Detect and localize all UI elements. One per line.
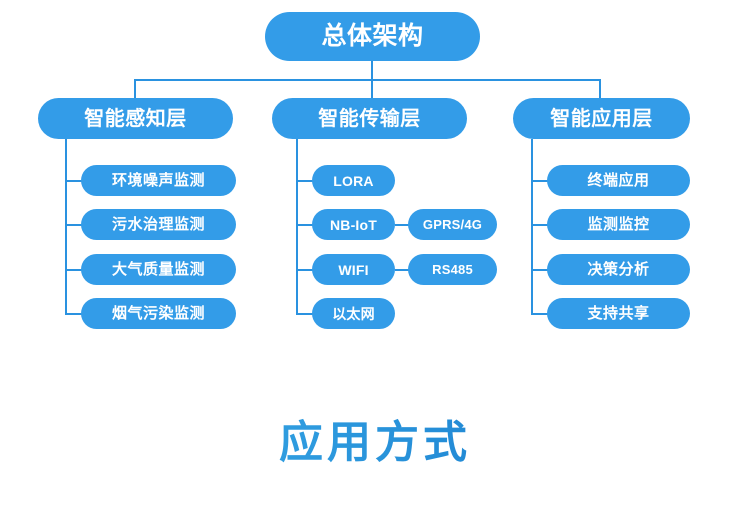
connector-stub-1-4	[65, 313, 82, 315]
node-branch-3-item-1[interactable]: 终端应用	[547, 165, 690, 196]
section-heading: 应用方式	[0, 406, 750, 470]
connector-drop-branch-3	[599, 79, 601, 99]
node-root[interactable]: 总体架构	[265, 12, 480, 61]
connector-stub-2-3	[296, 269, 313, 271]
node-branch-1-item-2[interactable]: 污水治理监测	[81, 209, 236, 240]
connector-stub-1-1	[65, 180, 82, 182]
connector-spine-branch-1	[65, 139, 67, 314]
node-branch-2-item-2-side[interactable]: GPRS/4G	[408, 209, 497, 240]
connector-stub-3-4	[531, 313, 548, 315]
node-branch-1-item-1[interactable]: 环境噪声监测	[81, 165, 236, 196]
connector-stub-1-2	[65, 224, 82, 226]
node-branch-1[interactable]: 智能感知层	[38, 98, 233, 139]
node-branch-1-item-3[interactable]: 大气质量监测	[81, 254, 236, 285]
node-branch-2-item-1[interactable]: LORA	[312, 165, 395, 196]
node-branch-2[interactable]: 智能传输层	[272, 98, 467, 139]
connector-side-link-rs485	[395, 269, 409, 271]
connector-stub-3-3	[531, 269, 548, 271]
connector-stub-1-3	[65, 269, 82, 271]
connector-stub-2-1	[296, 180, 313, 182]
connector-spine-branch-2	[296, 139, 298, 314]
connector-spine-branch-3	[531, 139, 533, 314]
connector-stub-3-2	[531, 224, 548, 226]
connector-stub-2-2	[296, 224, 313, 226]
connector-root-bus	[134, 79, 601, 81]
connector-root-stem	[371, 61, 373, 80]
node-branch-2-item-4[interactable]: 以太网	[312, 298, 395, 329]
node-branch-3-item-2[interactable]: 监测监控	[547, 209, 690, 240]
node-branch-1-item-4[interactable]: 烟气污染监测	[81, 298, 236, 329]
connector-stub-3-1	[531, 180, 548, 182]
node-branch-3-item-4[interactable]: 支持共享	[547, 298, 690, 329]
node-branch-2-item-3-side[interactable]: RS485	[408, 254, 497, 285]
connector-side-link-gprs	[395, 224, 409, 226]
connector-stub-2-4	[296, 313, 313, 315]
node-branch-2-item-3[interactable]: WIFI	[312, 254, 395, 285]
node-branch-2-item-2[interactable]: NB-IoT	[312, 209, 395, 240]
connector-drop-branch-1	[134, 79, 136, 99]
connector-drop-branch-2	[371, 79, 373, 99]
node-branch-3-item-3[interactable]: 决策分析	[547, 254, 690, 285]
node-branch-3[interactable]: 智能应用层	[513, 98, 690, 139]
